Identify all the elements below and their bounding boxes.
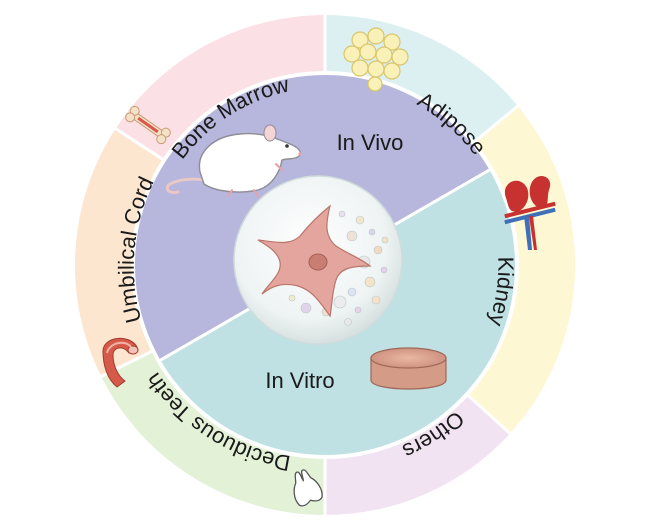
- petri-dish-icon: [370, 347, 447, 390]
- bone-icon: [125, 105, 171, 145]
- inner-disc-border: [131, 71, 519, 459]
- in-vitro-label: In Vitro: [265, 368, 334, 393]
- umbilical-cord-icon: [102, 337, 139, 388]
- fat-cells-icon: [343, 27, 409, 92]
- in-vivo-label: In Vivo: [337, 130, 404, 155]
- rat-icon: [165, 124, 302, 197]
- kidney-icon: [504, 176, 556, 250]
- stem-cell-bubble: [233, 175, 403, 345]
- tooth-icon: [293, 469, 323, 507]
